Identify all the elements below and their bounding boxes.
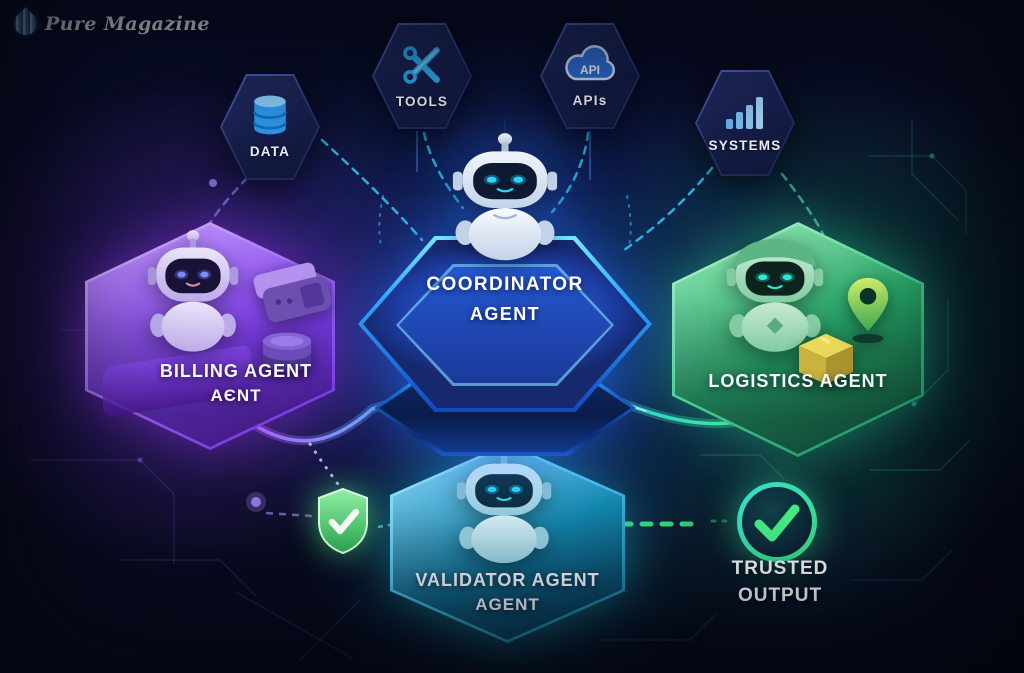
bar-chart-icon bbox=[726, 97, 763, 129]
logistics-robot bbox=[726, 238, 824, 352]
coordinator-label: COORDINATOR AGENT bbox=[426, 274, 584, 324]
card-reader-icon bbox=[253, 262, 332, 323]
validator-label: VALIDATOR AGENT AGENT bbox=[415, 570, 600, 615]
validator-robot bbox=[456, 446, 552, 564]
coin-stack-icon bbox=[262, 332, 312, 372]
water-drop-logo-icon bbox=[9, 7, 42, 40]
node-apis: API APIs bbox=[540, 23, 640, 129]
node-data: DATA bbox=[220, 74, 320, 180]
api-cloud-icon: API bbox=[565, 45, 615, 81]
validator-agent-card: VALIDATOR AGENT AGENT bbox=[390, 443, 625, 643]
logistics-label: LOGISTICS AGENT bbox=[708, 371, 888, 391]
package-box-icon bbox=[799, 333, 853, 385]
coordinator-agent-card: COORDINATOR AGENT bbox=[358, 133, 652, 456]
wrench-tools-icon bbox=[403, 46, 440, 84]
check-circle-icon bbox=[737, 482, 817, 562]
billing-robot bbox=[147, 230, 239, 352]
node-data-label: DATA bbox=[249, 144, 291, 159]
shield-check-icon bbox=[318, 487, 368, 555]
api-cloud-text: API bbox=[580, 63, 600, 77]
location-pin-icon bbox=[847, 277, 889, 344]
node-systems-label: SYSTEMS bbox=[708, 138, 782, 153]
billing-label: BILLING AGENT AЄNT bbox=[159, 361, 313, 406]
trusted-output-label: TRUSTED OUTPUT bbox=[731, 558, 829, 606]
node-apis-label: APIs bbox=[572, 93, 608, 108]
billing-agent-card: BILLING AGENT AЄNT bbox=[85, 222, 335, 450]
logo: Pure Magazine bbox=[9, 7, 210, 40]
logo-text: Pure Magazine bbox=[45, 12, 210, 35]
node-systems: SYSTEMS bbox=[695, 70, 795, 176]
coordinator-robot bbox=[452, 133, 558, 261]
node-tools-label: TOOLS bbox=[395, 94, 449, 109]
logistics-agent-card: LOGISTICS AGENT bbox=[672, 222, 924, 457]
node-tools: TOOLS bbox=[372, 23, 472, 129]
database-icon bbox=[252, 95, 288, 135]
